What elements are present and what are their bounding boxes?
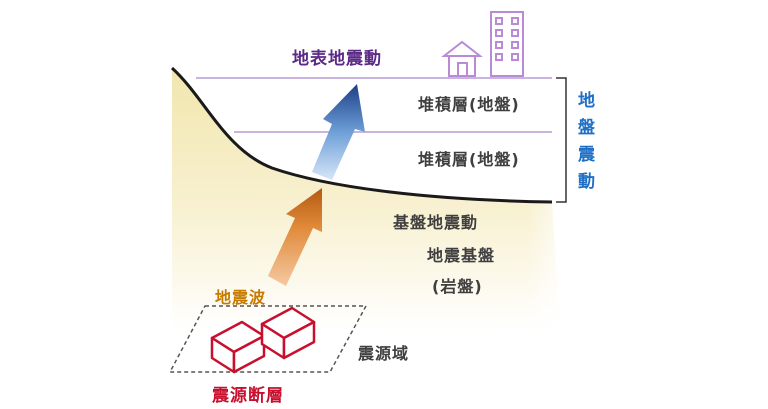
building-icon bbox=[490, 11, 524, 77]
house-icon bbox=[441, 40, 483, 77]
surface-motion-label: 地表地震動 bbox=[292, 49, 382, 69]
source-region-outline bbox=[168, 305, 368, 373]
ground-motion-char-2: 盤 bbox=[578, 118, 596, 138]
seismic-wave-arrow bbox=[268, 188, 322, 286]
source-region-label: 震源域 bbox=[358, 344, 410, 363]
ground-fade bbox=[400, 190, 570, 340]
seismic-bedrock-label: 地震基盤 bbox=[427, 246, 496, 265]
sediment-layer-1-label: 堆積層(地盤) bbox=[418, 95, 520, 114]
ground-motion-vertical-label: 地 盤 震 動 bbox=[578, 88, 602, 196]
bedrock-motion-label: 基盤地震動 bbox=[393, 213, 479, 232]
ground-motion-arrow bbox=[312, 84, 365, 180]
ground-motion-char-3: 震 bbox=[578, 145, 596, 165]
source-fault-label: 震源断層 bbox=[212, 386, 284, 406]
bedrock-boundary-curve bbox=[170, 66, 553, 204]
sediment-layer-2-label: 堆積層(地盤) bbox=[418, 150, 520, 169]
seismic-bedrock-sub-label: (岩盤) bbox=[432, 277, 483, 296]
bracket bbox=[556, 77, 567, 203]
ground-motion-char-4: 動 bbox=[578, 172, 596, 192]
ground-motion-char-1: 地 bbox=[578, 91, 596, 111]
fault-block-right bbox=[260, 306, 316, 360]
seismic-wave-label: 地震波 bbox=[215, 288, 267, 307]
